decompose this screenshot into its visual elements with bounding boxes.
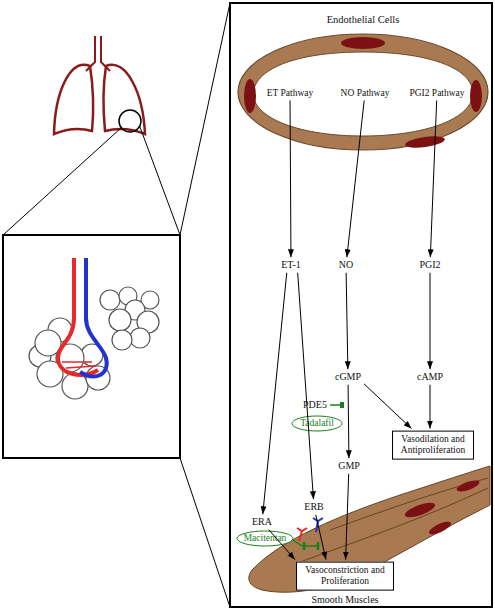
- outcome-box: Vasodilation and Antiproliferation: [392, 431, 474, 460]
- smooth-muscle-cell: [249, 466, 490, 592]
- cell-nucleus: [455, 478, 480, 494]
- cell-boundary: [330, 478, 488, 530]
- drug-outline-shape: [237, 531, 293, 546]
- connector-arrow: [364, 384, 411, 429]
- inhibitor-line: [330, 404, 341, 406]
- cell-nucleus: [403, 500, 436, 520]
- node-text: PGI2: [419, 259, 440, 271]
- node-heading: Endothelial Cells: [236, 14, 490, 25]
- zoom-circle: [119, 110, 141, 132]
- node-text: PGI2 Pathway: [409, 88, 464, 99]
- connector-arrow: [263, 273, 287, 515]
- zoom-line: [180, 458, 230, 607]
- alveolus: [109, 309, 131, 331]
- node-text: ET Pathway: [267, 88, 314, 99]
- connector-arrow: [430, 100, 436, 257]
- connector-arrow: [269, 530, 295, 560]
- node-text: NO: [339, 259, 353, 271]
- cell-nucleus: [404, 134, 445, 149]
- connector-arrow: [347, 100, 364, 257]
- zoom-line: [180, 3, 230, 235]
- node-text: NO Pathway: [341, 88, 390, 99]
- molecule-label: cGMP: [334, 371, 362, 383]
- receptor-symbol: [313, 518, 323, 532]
- connector-arrow: [429, 385, 430, 429]
- alveolus: [112, 330, 132, 350]
- vein: [80, 258, 107, 376]
- cell-boundary: [300, 488, 488, 562]
- drug-outline-shape: [292, 416, 342, 431]
- zoom-line: [3, 128, 121, 235]
- vessel-lumen: [253, 52, 473, 136]
- molecule-label: PGI2: [418, 259, 441, 271]
- cell-nucleus: [427, 519, 452, 536]
- inhibitor-line: [293, 540, 318, 546]
- zoom-line: [140, 127, 180, 235]
- inhibitor-bar: [304, 542, 318, 550]
- drug-ellipse: Macitentan: [236, 530, 294, 547]
- vessel-cross-section: Endothelial Cells ET Pathway NO Pathway PGI…: [236, 8, 490, 154]
- cell-nucleus: [244, 79, 256, 113]
- cell-nucleus: [341, 37, 385, 49]
- connector-arrow: [298, 273, 314, 500]
- cell-nucleus: [470, 80, 482, 112]
- alveoli-cluster: [29, 287, 159, 399]
- connector-arrow: [430, 273, 431, 370]
- vessel-drawing: [236, 8, 490, 154]
- node-text: ET-1: [281, 259, 301, 271]
- connector-arrow: [346, 273, 348, 370]
- node-text: cAMP: [417, 371, 443, 383]
- right-lung: [104, 65, 145, 134]
- alveolus: [130, 328, 150, 348]
- inset-frame: [3, 235, 180, 458]
- node-text: GMP: [338, 460, 360, 472]
- node-text: cGMP: [335, 371, 361, 383]
- molecule-label: ET-1: [280, 259, 302, 271]
- node-text: Macitentan: [236, 530, 294, 547]
- vessel-wall: [238, 34, 488, 150]
- tissue-label: Smooth Muscles: [312, 594, 379, 606]
- molecule-label: NO: [338, 259, 354, 271]
- outcome-box: Vasoconstriction and Proliferation: [296, 562, 394, 591]
- node-text: Vasoconstriction and Proliferation: [299, 565, 391, 588]
- pathway-label: NO Pathway: [340, 88, 391, 99]
- enzyme-label: PDE5: [303, 399, 327, 411]
- inhibitor-bar: [340, 402, 344, 408]
- molecule-label: GMP: [337, 460, 361, 472]
- node-text: ERB: [304, 501, 323, 513]
- node-text: Vasodilation and Antiproliferation: [395, 434, 471, 457]
- connector-arrow: [290, 100, 292, 257]
- node-text: ERA: [252, 516, 272, 528]
- receptor-label: ERB: [303, 501, 324, 513]
- alveolus: [100, 290, 120, 310]
- drug-ellipse: Tadalafil: [291, 415, 343, 432]
- pathway-label: ET Pathway: [266, 88, 315, 99]
- artery: [58, 258, 98, 375]
- node-text: Tadalafil: [291, 415, 343, 432]
- pathway-label: PGI2 Pathway: [408, 88, 465, 99]
- connector-arrow: [348, 385, 350, 459]
- zoom-panel: [230, 3, 492, 607]
- capillary: [62, 362, 96, 368]
- left-lung: [54, 65, 93, 134]
- molecule-label: cAMP: [416, 371, 444, 383]
- connector-arrow: [316, 515, 326, 560]
- connector-arrow: [346, 474, 349, 560]
- receptor-label: ERA: [251, 516, 273, 528]
- receptor-symbol: [297, 528, 307, 541]
